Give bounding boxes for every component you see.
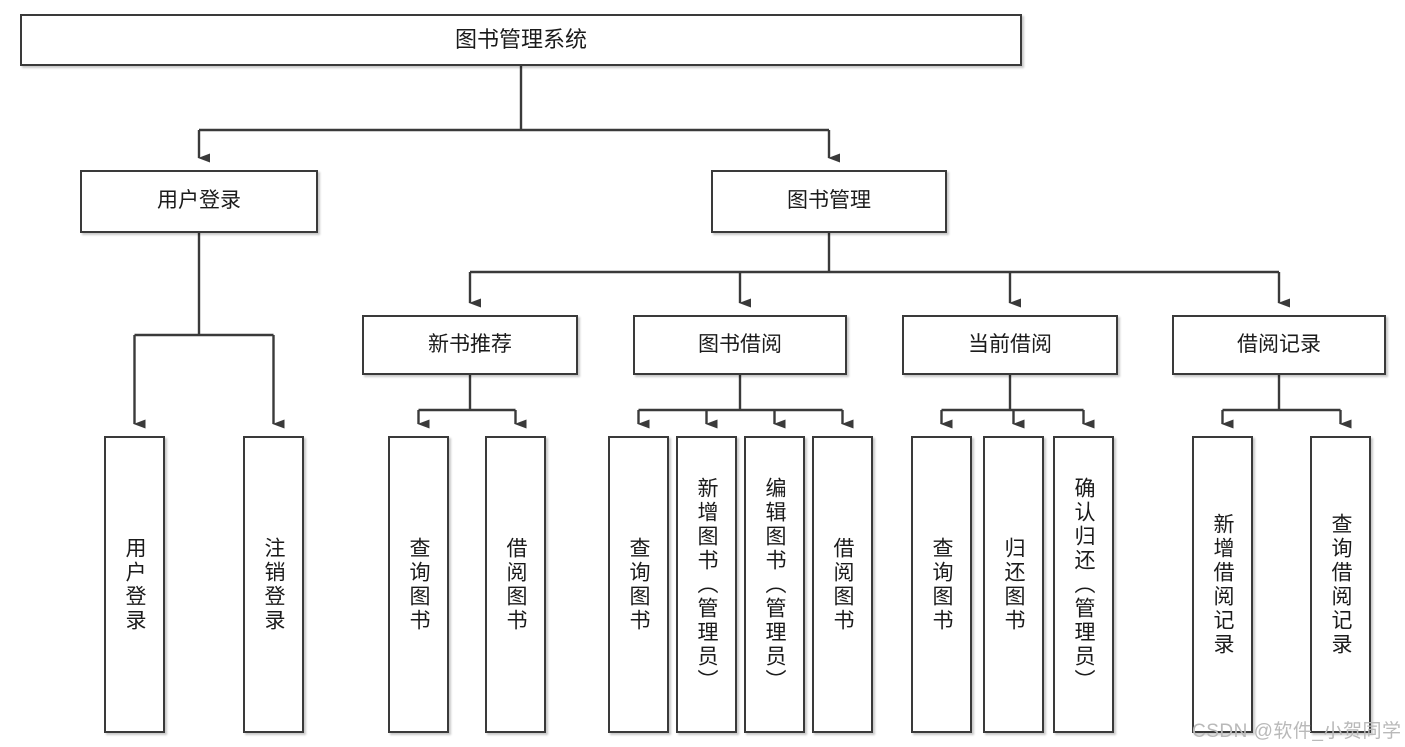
node-leaf-borrow-book-1-label: 借阅图书 — [504, 536, 527, 633]
node-leaf-query-record[interactable]: 查询借阅记录 — [1310, 436, 1371, 733]
node-current-borrow-label: 当前借阅 — [968, 332, 1052, 356]
node-root-label: 图书管理系统 — [454, 27, 587, 53]
node-leaf-user-logout-label: 注销登录 — [262, 536, 285, 633]
node-leaf-user-login-label: 用户登录 — [123, 536, 146, 633]
node-leaf-query-book-1-label: 查询图书 — [407, 536, 430, 633]
node-user-login-label: 用户登录 — [157, 189, 241, 213]
node-new-book-rec[interactable]: 新书推荐 — [362, 315, 578, 375]
node-leaf-add-book-label: 新增图书（管理员） — [695, 476, 718, 693]
node-leaf-return-book[interactable]: 归还图书 — [983, 436, 1044, 733]
node-borrow-record[interactable]: 借阅记录 — [1172, 315, 1386, 375]
node-leaf-borrow-book-2-label: 借阅图书 — [831, 536, 854, 633]
watermark-csdn: CSDN @软件_小贺同学 — [1192, 721, 1402, 742]
node-leaf-query-book-1[interactable]: 查询图书 — [388, 436, 449, 733]
node-leaf-edit-book[interactable]: 编辑图书（管理员） — [744, 436, 805, 733]
node-book-manage[interactable]: 图书管理 — [711, 170, 947, 233]
node-book-borrow[interactable]: 图书借阅 — [633, 315, 847, 375]
node-leaf-user-logout[interactable]: 注销登录 — [243, 436, 304, 733]
node-leaf-return-book-label: 归还图书 — [1002, 536, 1025, 633]
node-leaf-confirm-return[interactable]: 确认归还（管理员） — [1053, 436, 1114, 733]
node-book-manage-label: 图书管理 — [787, 189, 871, 213]
node-leaf-query-record-label: 查询借阅记录 — [1329, 512, 1352, 657]
node-leaf-add-record[interactable]: 新增借阅记录 — [1192, 436, 1253, 733]
node-leaf-user-login[interactable]: 用户登录 — [104, 436, 165, 733]
node-leaf-query-book-2[interactable]: 查询图书 — [608, 436, 669, 733]
node-leaf-edit-book-label: 编辑图书（管理员） — [763, 476, 786, 693]
node-leaf-add-record-label: 新增借阅记录 — [1211, 512, 1234, 657]
node-borrow-record-label: 借阅记录 — [1237, 332, 1321, 356]
node-leaf-confirm-return-label: 确认归还（管理员） — [1072, 476, 1095, 693]
node-leaf-query-book-2-label: 查询图书 — [627, 536, 650, 633]
node-user-login[interactable]: 用户登录 — [80, 170, 318, 233]
node-leaf-borrow-book-1[interactable]: 借阅图书 — [485, 436, 546, 733]
node-new-book-rec-label: 新书推荐 — [428, 332, 512, 356]
node-leaf-borrow-book-2[interactable]: 借阅图书 — [812, 436, 873, 733]
node-current-borrow[interactable]: 当前借阅 — [902, 315, 1118, 375]
node-leaf-query-book-3-label: 查询图书 — [930, 536, 953, 633]
node-leaf-add-book[interactable]: 新增图书（管理员） — [676, 436, 737, 733]
node-leaf-query-book-3[interactable]: 查询图书 — [911, 436, 972, 733]
node-root[interactable]: 图书管理系统 — [20, 14, 1022, 66]
node-book-borrow-label: 图书借阅 — [698, 332, 782, 356]
